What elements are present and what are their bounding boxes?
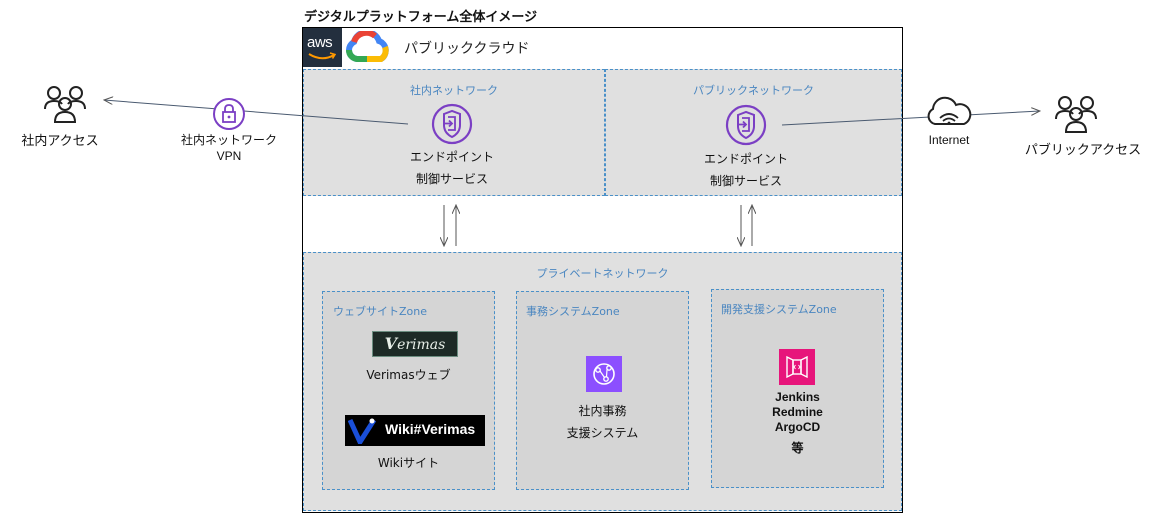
code-window-icon [786, 355, 808, 379]
wiki-verimas-logo: Wiki#Verimas [345, 415, 485, 446]
wiki-v-icon [348, 418, 377, 444]
website-zone-title: ウェブサイトZone [333, 305, 428, 318]
internet-cloud-icon [927, 96, 972, 125]
endpoint-control-icon [431, 103, 473, 145]
dev-support-zone-title: 開発支援システムZone [721, 303, 837, 316]
internal-network-box [303, 69, 605, 196]
verimas-logo-v: V [384, 334, 398, 353]
wiki-logo-text: Wiki#Verimas [385, 421, 476, 437]
public-network-title: パブリックネットワーク [693, 84, 814, 97]
argocd-label: ArgoCD [774, 420, 821, 434]
public-access-label: パブリックアクセス [1024, 143, 1142, 158]
public-network-box [605, 69, 902, 196]
verimas-logo: Verimas [372, 331, 458, 357]
application-integration-icon [586, 356, 622, 392]
aws-smile-icon [308, 52, 336, 60]
aws-logo-text: aws [307, 34, 333, 51]
office-system-label-line1: 社内事務 [578, 404, 627, 418]
office-system-zone-title: 事務システムZone [526, 305, 620, 318]
public-access-arrow [781, 111, 1040, 126]
public-endpoint-label-line2: 制御サービス [709, 174, 782, 188]
internal-network-title: 社内ネットワーク [410, 84, 498, 97]
private-network-title: プライベートネットワーク [536, 267, 669, 280]
etc-label: 等 [791, 441, 804, 455]
office-system-label-line2: 支援システム [566, 426, 639, 440]
wiki-site-label: Wikiサイト [377, 456, 440, 470]
dev-support-zone [711, 289, 884, 488]
internal-access-label: 社内アクセス [21, 134, 99, 149]
website-zone [322, 291, 495, 490]
public-cloud-label: パブリッククラウド [404, 41, 530, 57]
users-icon [1055, 96, 1097, 133]
app-flow-icon [593, 363, 615, 385]
diagram-title: デジタルプラットフォーム全体イメージ [304, 10, 538, 25]
internal-endpoint-label-line2: 制御サービス [415, 172, 488, 186]
google-cloud-logo [345, 31, 389, 62]
users-icon [44, 86, 86, 123]
endpoint-control-icon [725, 104, 767, 146]
developer-tools-icon [779, 349, 815, 385]
vpn-lock-icon [213, 98, 245, 130]
jenkins-label: Jenkins [775, 390, 820, 404]
internal-endpoint-label-line1: エンドポイント [409, 150, 494, 164]
internal-access-arrow [104, 100, 409, 125]
vpn-label-line2: VPN [216, 149, 242, 163]
verimas-logo-text: erimas [397, 337, 446, 353]
vpn-label-line1: 社内ネットワーク [180, 133, 277, 147]
public-endpoint-label-line1: エンドポイント [703, 152, 788, 166]
verimas-web-label: Verimasウェブ [366, 368, 451, 382]
internet-label: Internet [928, 133, 970, 147]
aws-logo: aws [303, 28, 342, 67]
redmine-label: Redmine [772, 405, 823, 419]
